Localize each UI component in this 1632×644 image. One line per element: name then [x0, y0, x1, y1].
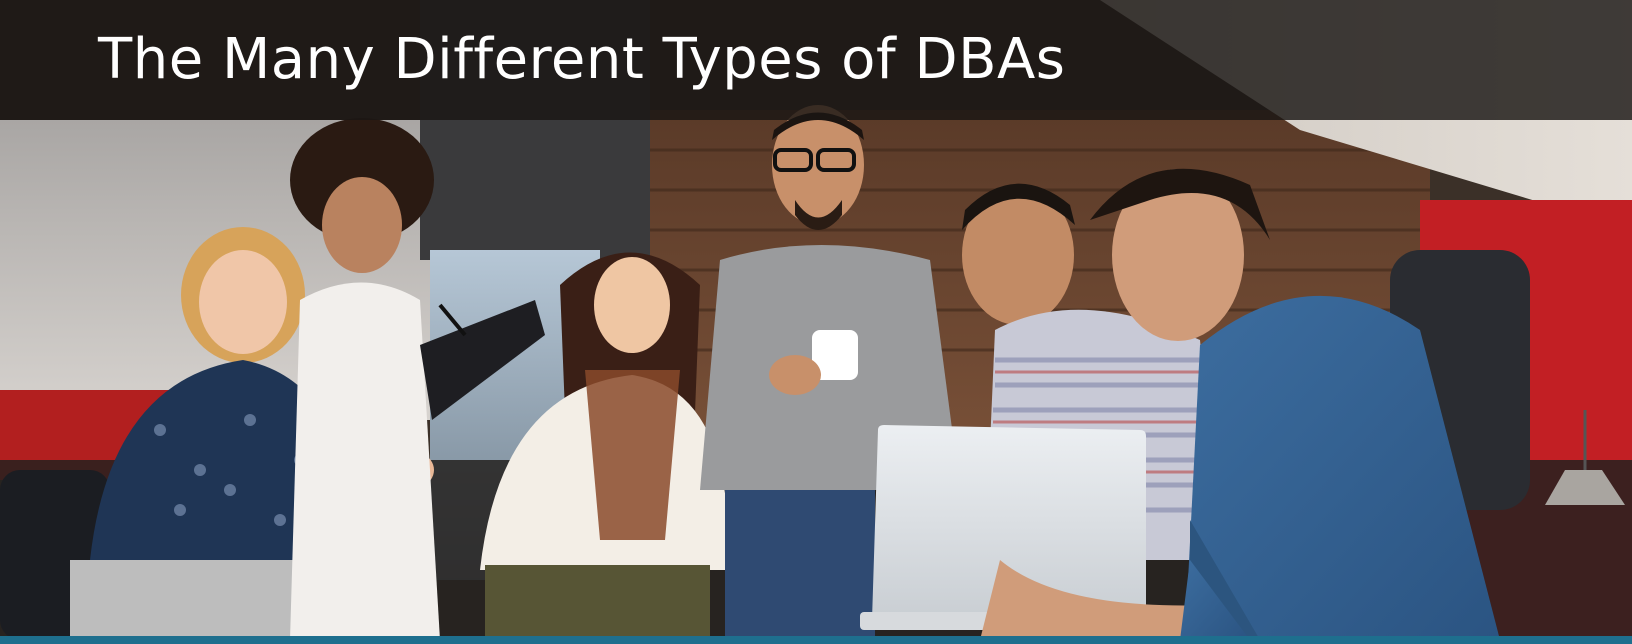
- person-curly-haired-woman-with-clipboard: [290, 118, 545, 640]
- person-long-haired-woman: [480, 252, 729, 644]
- person-man-in-denim-shirt-with-laptop: [980, 168, 1500, 640]
- accent-bar: [0, 636, 1632, 644]
- page-title: The Many Different Types of DBAs: [98, 27, 1066, 92]
- title-band: [0, 0, 1632, 120]
